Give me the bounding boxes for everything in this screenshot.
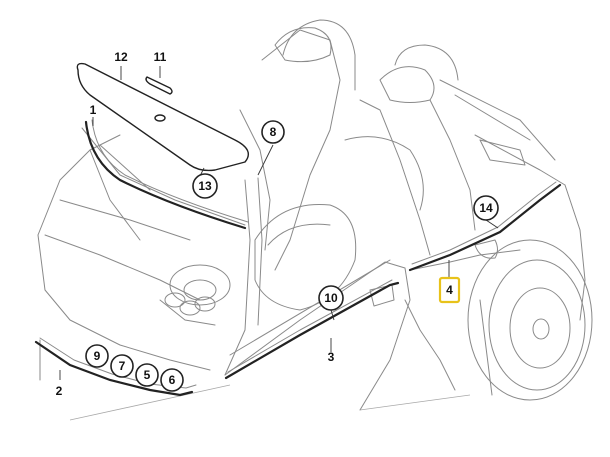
svg-text:10: 10 — [324, 291, 338, 305]
parts-group — [34, 62, 562, 397]
svg-text:4: 4 — [446, 283, 453, 297]
callout-6: 6 — [160, 368, 184, 392]
callout-5: 5 — [135, 363, 159, 387]
svg-text:9: 9 — [94, 349, 101, 363]
rear-side-strip-part — [408, 183, 562, 272]
svg-text:6: 6 — [169, 373, 176, 387]
label-3: 3 — [328, 350, 335, 364]
svg-text:13: 13 — [198, 179, 212, 193]
svg-text:7: 7 — [119, 359, 126, 373]
small-strip-part — [145, 76, 173, 95]
callout-13: 13 — [192, 173, 218, 199]
label-11: 11 — [154, 50, 167, 64]
plain-labels: 12 11 1 2 3 — [56, 50, 335, 398]
callout-14: 14 — [473, 195, 499, 221]
leader-lines — [59, 66, 499, 380]
callout-9: 9 — [85, 344, 109, 368]
callout-7: 7 — [110, 354, 134, 378]
highlighted-label-4[interactable]: 4 — [438, 276, 461, 304]
car-body-outline — [37, 19, 593, 421]
circled-callouts: 8 13 14 10 9 7 5 6 — [85, 120, 499, 392]
svg-text:8: 8 — [270, 125, 277, 139]
label-1: 1 — [90, 103, 97, 117]
label-2: 2 — [56, 384, 63, 398]
label-12: 12 — [114, 50, 128, 64]
sill-strip-part — [34, 340, 194, 397]
svg-text:14: 14 — [479, 201, 493, 215]
cover-panel-handle — [154, 114, 166, 122]
callout-8: 8 — [261, 120, 285, 144]
svg-text:5: 5 — [144, 368, 151, 382]
callout-10: 10 — [318, 285, 344, 311]
door-seal-strip-part — [224, 281, 400, 380]
windshield-seal-part — [84, 120, 247, 230]
